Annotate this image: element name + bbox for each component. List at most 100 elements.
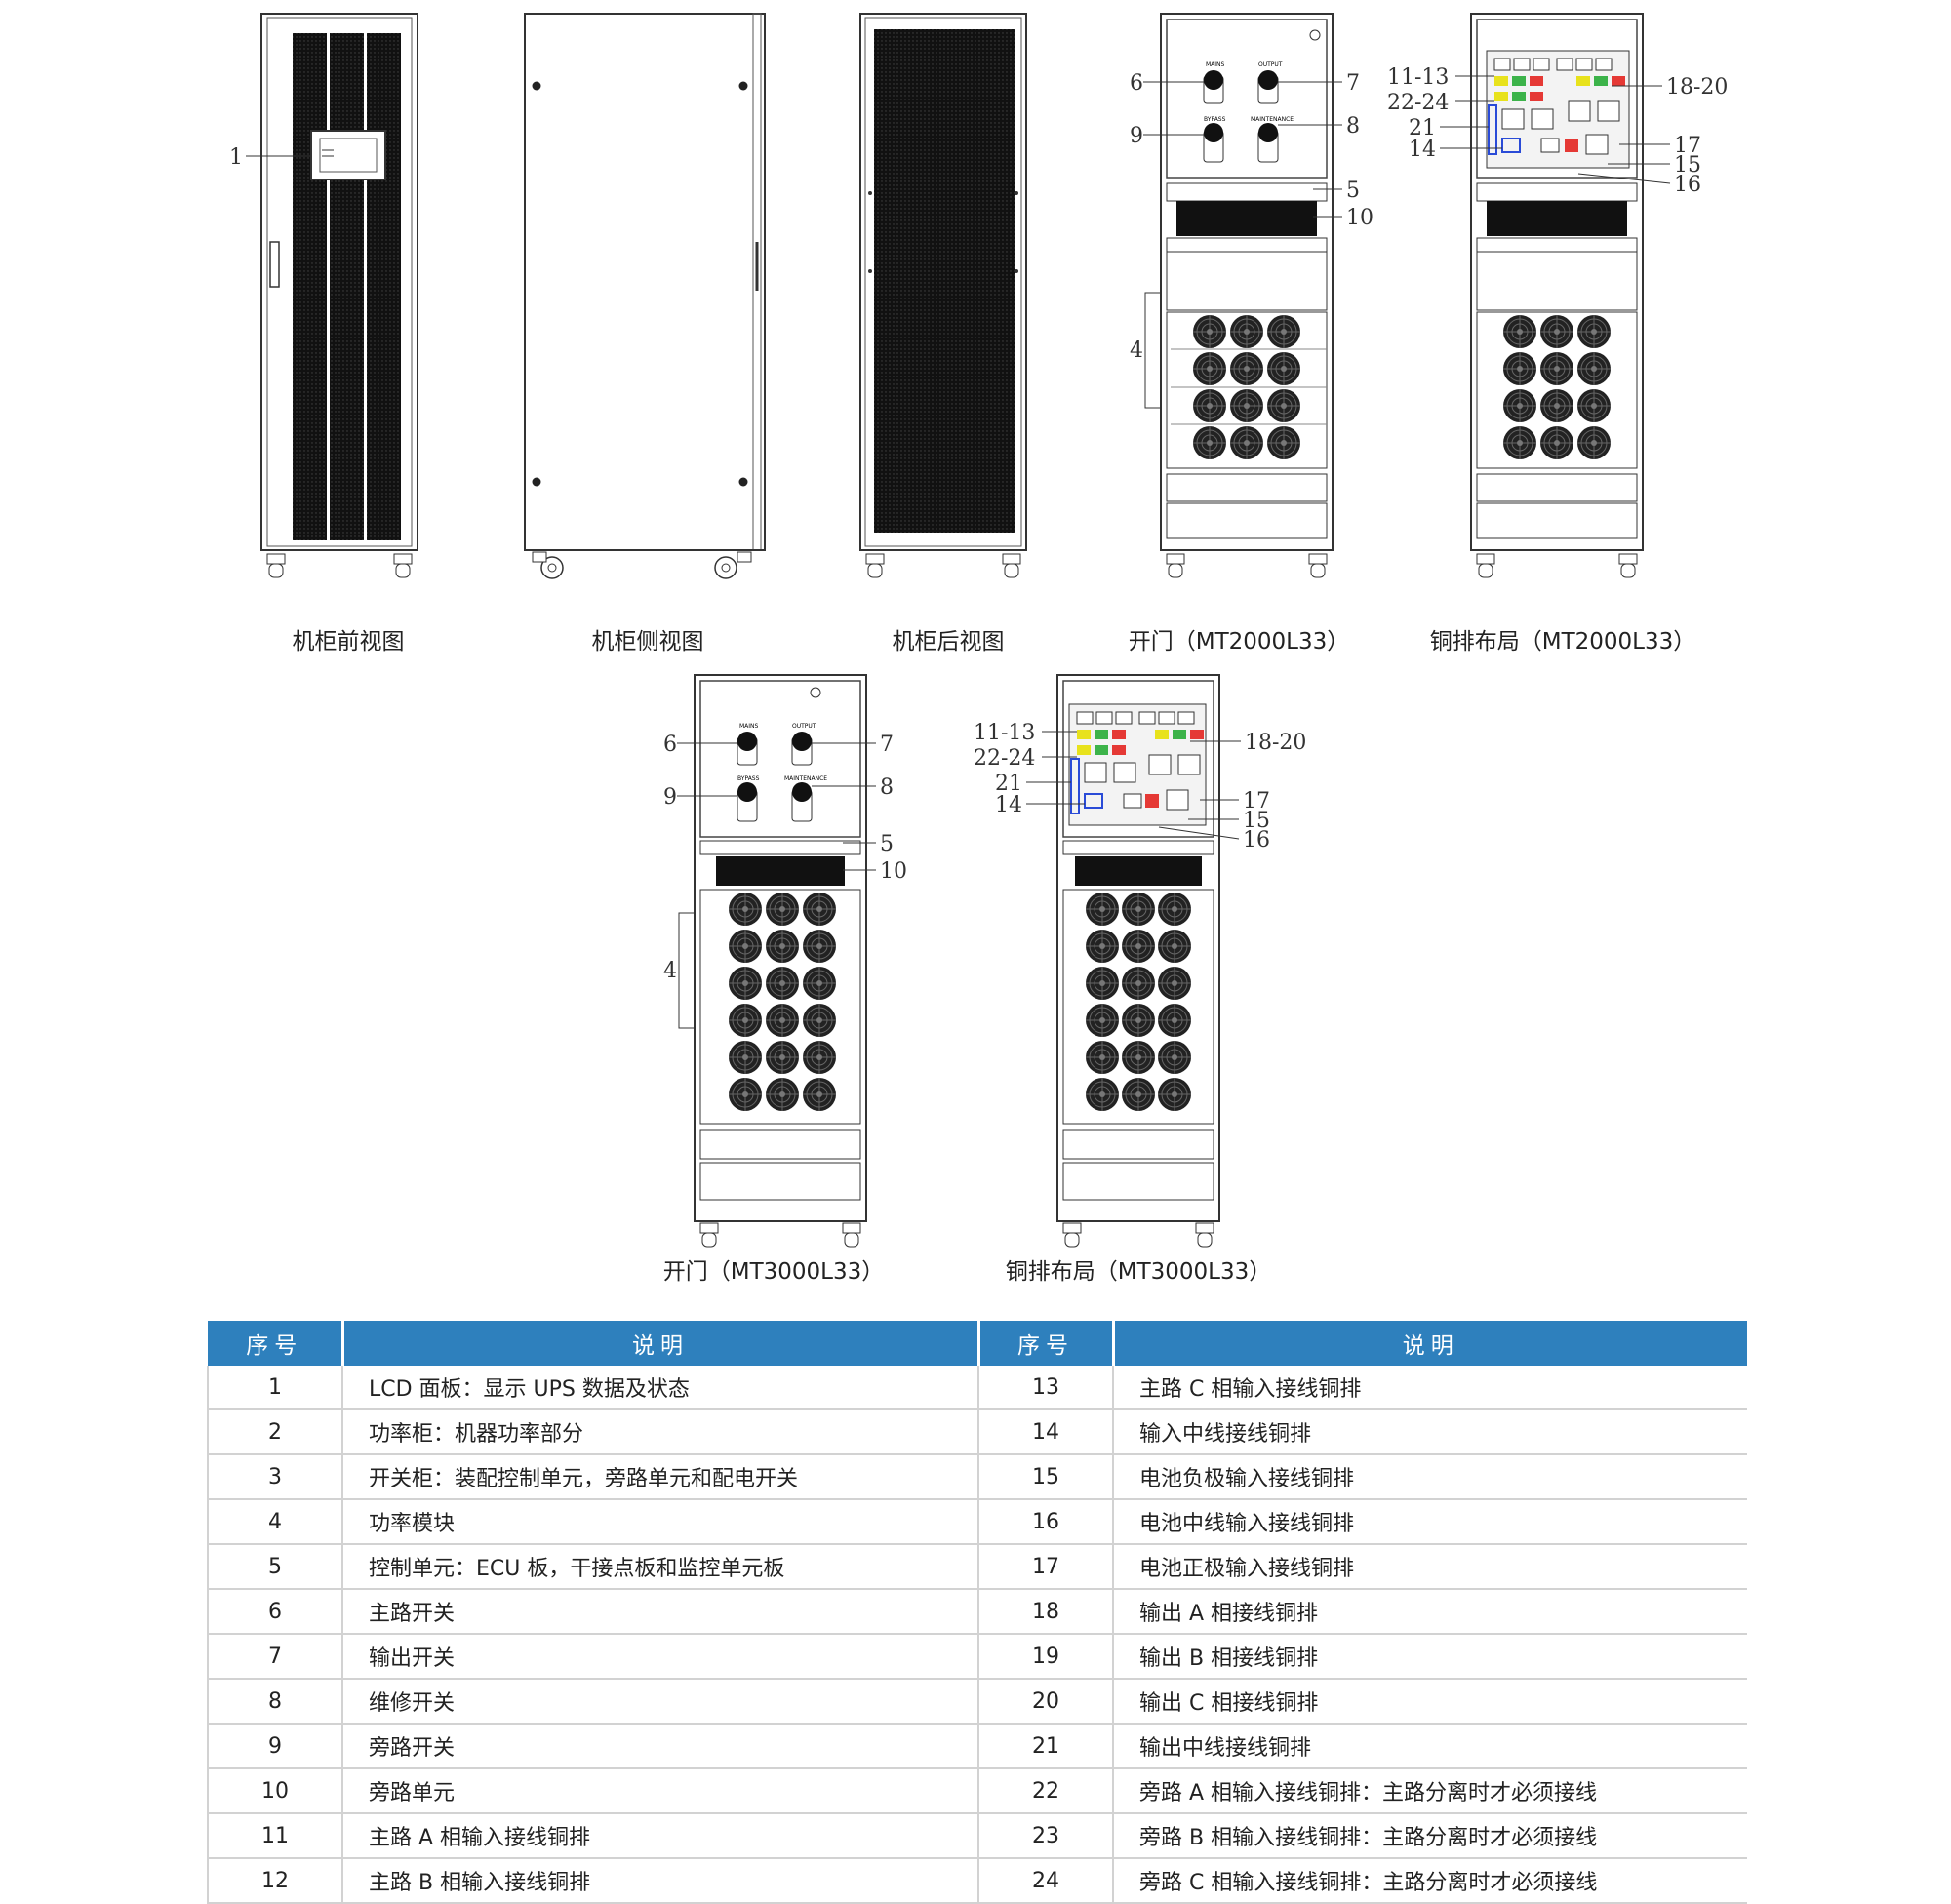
item-number: 22 — [978, 1768, 1114, 1814]
item-description: 维修开关 — [342, 1679, 979, 1725]
switch-maintenance: MAINTENANCE — [784, 775, 827, 822]
switch-bypass: BYPASS — [737, 775, 760, 822]
svg-text:OUTPUT: OUTPUT — [1258, 61, 1283, 68]
cabinet-front-view: 1 — [229, 13, 418, 578]
header-number-left: 序号 — [208, 1321, 344, 1366]
callout-8: 8 — [1346, 114, 1360, 139]
callout-15: 15 — [1674, 153, 1701, 178]
item-description: 输出 B 相接线铜排 — [1113, 1634, 1747, 1680]
item-number: 8 — [207, 1679, 343, 1725]
cabinet-open-mt2000: MAINS OUTPUT BYPASS MAINTENANCE 6 7 8 — [1130, 13, 1374, 578]
callout-6: 6 — [1130, 71, 1143, 96]
cabinet-open-mt3000: MAINS OUTPUT BYPASS MAINTENANCE 6 7 8 9 … — [663, 674, 907, 1248]
callout-17: 17 — [1243, 789, 1270, 813]
item-number: 9 — [207, 1724, 343, 1769]
callout-22-24: 22-24 — [1387, 91, 1449, 115]
callout-5: 5 — [880, 832, 894, 856]
item-number: 1 — [207, 1366, 343, 1410]
callout-8: 8 — [880, 775, 894, 800]
callout-18-20: 18-20 — [1245, 731, 1306, 755]
callout-10: 10 — [880, 859, 907, 884]
callout-7: 7 — [880, 733, 894, 757]
item-description: 主路开关 — [342, 1589, 979, 1635]
item-number: 15 — [978, 1454, 1114, 1500]
item-number: 12 — [207, 1858, 343, 1904]
item-description: 主路 C 相输入接线铜排 — [1113, 1366, 1747, 1410]
item-description: LCD 面板：显示 UPS 数据及状态 — [342, 1366, 979, 1410]
callout-14: 14 — [995, 793, 1022, 817]
item-number: 13 — [978, 1366, 1114, 1410]
item-description: 旁路 B 相输入接线铜排：主路分离时才必须接线 — [1113, 1813, 1747, 1859]
item-description: 电池负极输入接线铜排 — [1113, 1454, 1747, 1500]
callout-16: 16 — [1674, 173, 1701, 197]
header-description-right: 说明 — [1113, 1321, 1747, 1366]
callout-11-13: 11-13 — [974, 721, 1035, 745]
item-number: 4 — [207, 1499, 343, 1545]
item-number: 18 — [978, 1589, 1114, 1635]
item-description: 旁路 C 相输入接线铜排：主路分离时才必须接线 — [1113, 1858, 1747, 1904]
callout-9: 9 — [1130, 124, 1143, 148]
callout-18-20: 18-20 — [1666, 75, 1728, 99]
svg-text:MAINTENANCE: MAINTENANCE — [784, 775, 827, 782]
switch-maintenance: MAINTENANCE — [1251, 116, 1294, 163]
caption-front-view: 机柜前视图 — [292, 629, 405, 654]
svg-text:MAINS: MAINS — [739, 723, 759, 730]
item-number: 6 — [207, 1589, 343, 1635]
callout-4: 4 — [663, 959, 677, 983]
caption-back-view: 机柜后视图 — [892, 629, 1005, 654]
callout-4: 4 — [1130, 338, 1143, 363]
caption-open-mt2000: 开门（MT2000L33） — [1128, 629, 1350, 654]
switch-bypass: BYPASS — [1203, 116, 1226, 163]
callout-16: 16 — [1243, 828, 1270, 853]
callout-1: 1 — [229, 145, 243, 170]
svg-text:OUTPUT: OUTPUT — [792, 723, 816, 730]
callout-10: 10 — [1346, 206, 1374, 230]
callout-17: 17 — [1674, 134, 1701, 158]
item-number: 5 — [207, 1544, 343, 1590]
caption-open-mt3000: 开门（MT3000L33） — [662, 1259, 885, 1285]
item-number: 17 — [978, 1544, 1114, 1590]
cabinet-side-view — [524, 13, 766, 579]
callout-7: 7 — [1346, 71, 1360, 96]
callout-15: 15 — [1243, 809, 1270, 833]
svg-text:BYPASS: BYPASS — [737, 775, 760, 782]
item-description: 主路 A 相输入接线铜排 — [342, 1813, 979, 1859]
door-handle — [269, 241, 280, 288]
item-description: 输入中线接线铜排 — [1113, 1409, 1747, 1455]
item-description: 主路 B 相输入接线铜排 — [342, 1858, 979, 1904]
svg-text:MAINS: MAINS — [1206, 61, 1225, 68]
callout-6: 6 — [663, 733, 677, 757]
callout-11-13: 11-13 — [1387, 65, 1449, 90]
item-description: 输出 C 相接线铜排 — [1113, 1679, 1747, 1725]
switch-output: OUTPUT — [791, 723, 816, 766]
item-number: 11 — [207, 1813, 343, 1859]
item-number: 7 — [207, 1634, 343, 1680]
item-description: 输出开关 — [342, 1634, 979, 1680]
caption-side-view: 机柜侧视图 — [591, 629, 704, 654]
busbar-grid — [1070, 711, 1204, 814]
item-description: 旁路开关 — [342, 1724, 979, 1769]
svg-text:MAINTENANCE: MAINTENANCE — [1251, 116, 1294, 123]
switch-mains: MAINS — [1203, 61, 1225, 104]
item-number: 14 — [978, 1409, 1114, 1455]
caption-busbar-mt2000: 铜排布局（MT2000L33） — [1429, 629, 1696, 654]
header-number-right: 序号 — [978, 1321, 1115, 1366]
item-description: 开关柜：装配控制单元，旁路单元和配电开关 — [342, 1454, 979, 1500]
cabinet-back-view — [859, 13, 1027, 578]
callout-14: 14 — [1409, 138, 1436, 162]
svg-text:BYPASS: BYPASS — [1204, 116, 1226, 123]
callout-21: 21 — [995, 772, 1022, 796]
callout-5: 5 — [1346, 178, 1360, 203]
item-number: 24 — [978, 1858, 1114, 1904]
item-number: 20 — [978, 1679, 1114, 1725]
